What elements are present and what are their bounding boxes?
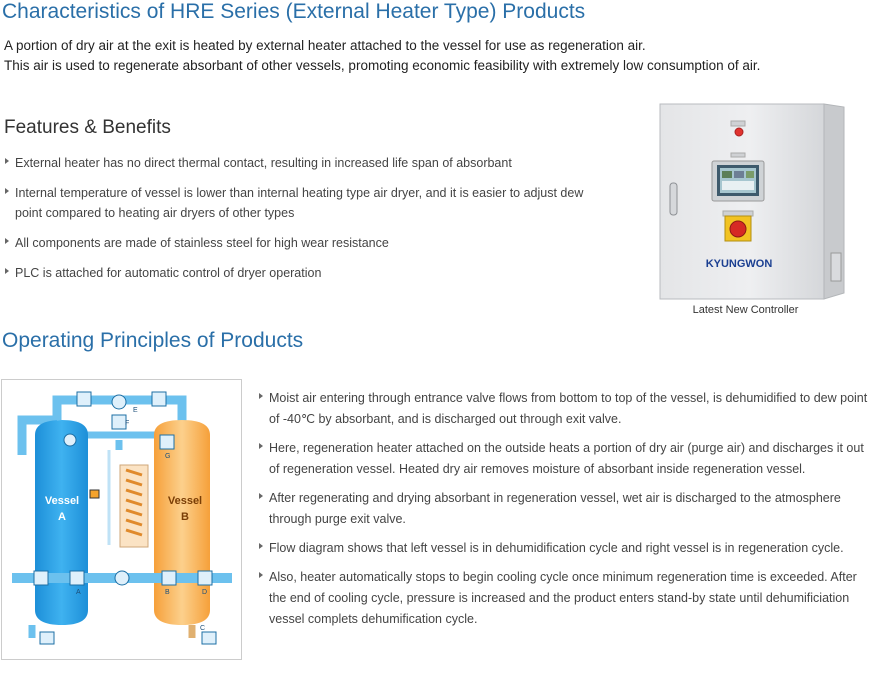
valve-label-b: B: [165, 589, 170, 596]
principle-item: After regenerating and drying absorbant …: [258, 488, 868, 530]
page-title: Characteristics of HRE Series (External …: [2, 0, 586, 23]
controller-image: KYUNGWON: [659, 103, 846, 300]
principle-item: Flow diagram shows that left vessel is i…: [258, 538, 868, 559]
controller-caption: Latest New Controller: [692, 304, 799, 316]
intro-line-1: A portion of dry air at the exit is heat…: [4, 38, 646, 53]
valve-label-e: E: [133, 407, 138, 414]
operating-heading: Operating Principles of Products: [2, 329, 304, 352]
valve-label-a: A: [76, 589, 81, 596]
valve-label-f: F: [125, 420, 129, 427]
vessel-b-label: Vessel: [168, 495, 202, 507]
feature-item: Internal temperature of vessel is lower …: [4, 183, 594, 223]
principle-item: Moist air entering through entrance valv…: [258, 388, 868, 430]
intro-text: A portion of dry air at the exit is heat…: [4, 36, 760, 76]
principle-item: Also, heater automatically stops to begi…: [258, 567, 868, 630]
valve-label-g: G: [165, 453, 170, 460]
feature-list: External heater has no direct thermal co…: [4, 153, 594, 293]
flow-diagram: E F G A B D C Vessel A Vessel B: [1, 379, 242, 660]
valve-label-c: C: [200, 625, 205, 632]
valve-label-d: D: [202, 589, 207, 596]
principle-item: Here, regeneration heater attached on th…: [258, 438, 868, 480]
feature-item: All components are made of stainless ste…: [4, 233, 594, 253]
controller-brand-text: KYUNGWON: [706, 258, 773, 270]
vessel-a-label: Vessel: [45, 495, 79, 507]
vessel-a-letter: A: [58, 511, 66, 523]
intro-line-2: This air is used to regenerate absorbant…: [4, 58, 761, 73]
feature-item: PLC is attached for automatic control of…: [4, 263, 594, 283]
vessel-b-letter: B: [181, 511, 189, 523]
features-heading: Features & Benefits: [4, 117, 171, 138]
principle-list: Moist air entering through entrance valv…: [258, 388, 868, 638]
feature-item: External heater has no direct thermal co…: [4, 153, 594, 173]
